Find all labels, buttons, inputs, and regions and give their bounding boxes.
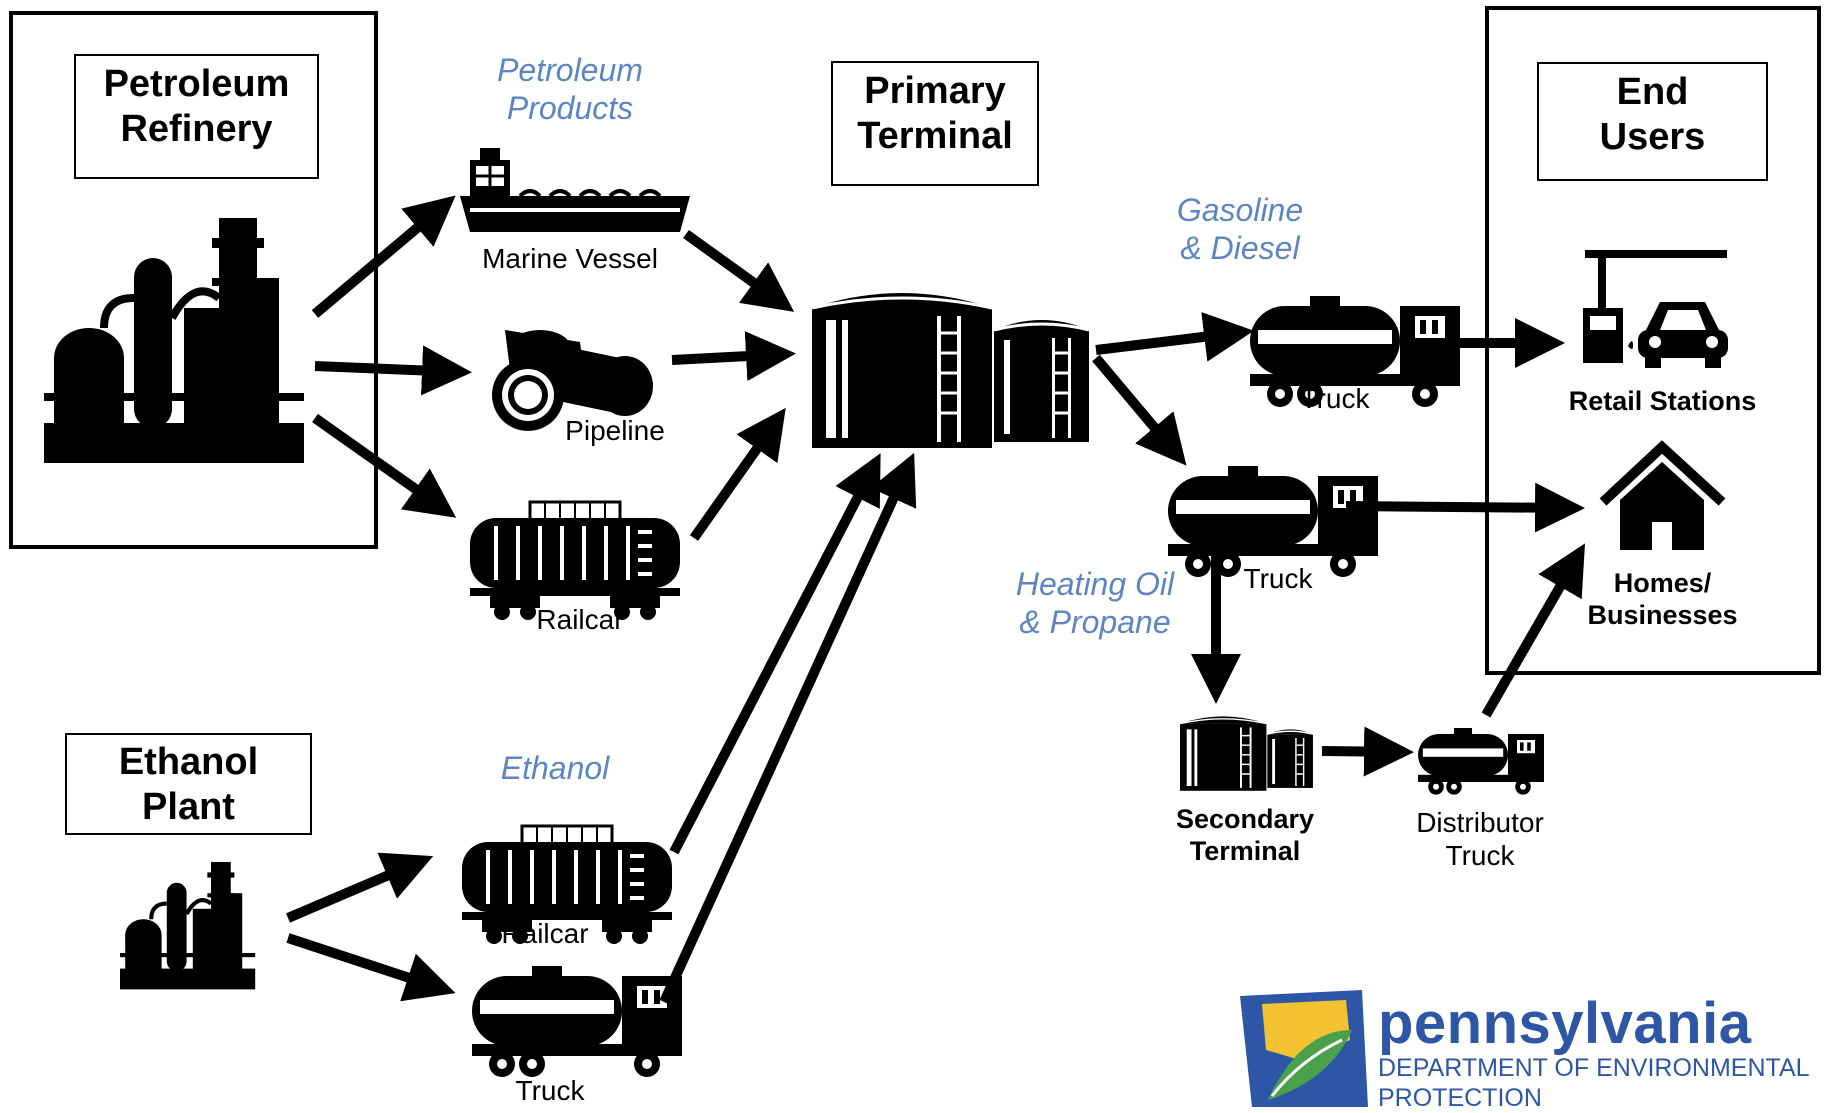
arrow-distributor-homes [1481, 543, 1585, 718]
pa-dep-logo-name: pennsylvania [1378, 991, 1752, 1056]
arrow-refinery-railcar [312, 413, 457, 518]
ethanol-plant-title: Ethanol Plant [118, 741, 259, 828]
pa-dep-logo-department: DEPARTMENT OF ENVIRONMENTAL PROTECTION [1378, 1054, 1810, 1112]
end-users-title-box [1537, 62, 1768, 181]
gas-station-icon [1583, 250, 1728, 368]
petroleum-products-label: Petroleum Products [497, 52, 643, 126]
homes-businesses-caption: Homes/ Businesses [1587, 568, 1738, 630]
marine-vessel-caption: Marine Vessel [482, 243, 658, 274]
ethanol-label: Ethanol [500, 750, 610, 786]
ethanol-truck-caption: Truck [515, 1075, 585, 1106]
refinery-icon [44, 218, 304, 463]
arrow-terminal-gastruck [1095, 312, 1254, 362]
marine-vessel-icon [460, 148, 690, 232]
heating-oil-propane-label: Heating Oil & Propane [1015, 566, 1175, 640]
pa-dep-logo-emblem [1240, 990, 1368, 1107]
arrow-pipeline-terminal [671, 331, 796, 382]
arrow-heattruck-homes [1345, 482, 1585, 533]
secondary-terminal-caption: Secondary Terminal [1175, 804, 1315, 866]
arrow-terminal-heattruck [1092, 354, 1187, 466]
railcar-bottom-caption: Railcar [501, 918, 589, 949]
arrow-ethanol-railcar [286, 852, 434, 923]
arrow-refinery-pipeline [314, 345, 472, 396]
retail-stations-caption: Retail Stations [1568, 386, 1757, 416]
gasoline-truck-caption: Truck [1300, 383, 1370, 414]
distributor-truck-caption: Distributor Truck [1416, 807, 1544, 872]
primary-terminal-title-box [831, 61, 1039, 186]
pipeline-caption: Pipeline [565, 415, 665, 446]
refinery-frame [9, 11, 378, 549]
distributor-truck-icon [1418, 728, 1544, 795]
heating-oil-truck-caption: Truck [1243, 563, 1313, 594]
arrow-secondary-distributor [1321, 726, 1414, 777]
arrow-railcar-terminal-2 [669, 453, 881, 855]
primary-terminal-tanks-icon [810, 291, 1091, 450]
arrow-refinery-vessel [311, 195, 456, 318]
house-icon [1599, 440, 1726, 550]
ethanol-plant-icon [120, 862, 255, 989]
arrow-ethanol-truck [286, 933, 456, 1002]
arrow-truck-terminal-2 [659, 452, 917, 1005]
end-users-title: End Users [1599, 71, 1706, 158]
flow-arrows [286, 195, 1585, 1005]
ethanol-truck-icon [472, 966, 682, 1077]
heating-oil-truck-icon [1168, 466, 1378, 577]
refinery-title-box [74, 54, 319, 179]
gasoline-diesel-label: Gasoline & Diesel [1176, 192, 1304, 266]
secondary-terminal-tanks-icon [1179, 715, 1314, 792]
refinery-title: Petroleum Refinery [103, 63, 290, 150]
pipeline-icon [492, 330, 653, 431]
railcar-top-caption: Railcar [536, 604, 624, 635]
arrow-railcar-terminal [689, 407, 786, 541]
primary-terminal-title: Primary Terminal [857, 70, 1013, 157]
arrow-vessel-terminal [683, 229, 795, 312]
ethanol-plant-title-box [65, 733, 312, 835]
